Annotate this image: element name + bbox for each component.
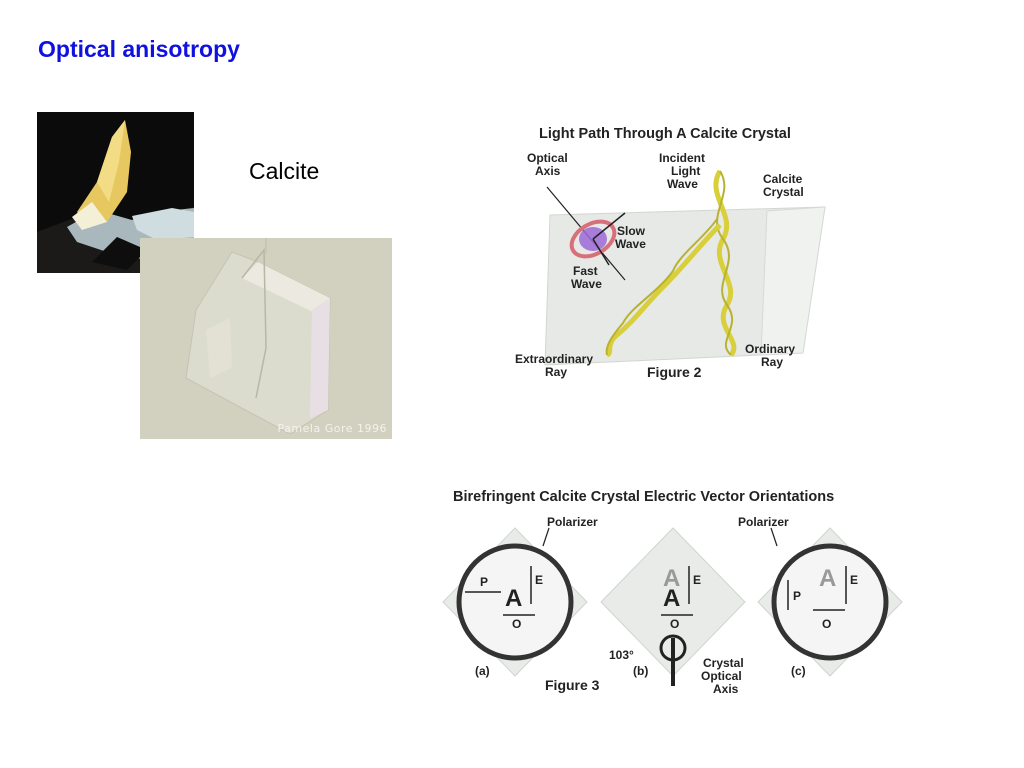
- slow-wave-label-1: Slow: [617, 224, 646, 238]
- incident-label-1: Incident: [659, 151, 705, 165]
- incident-label-3: Wave: [667, 177, 698, 191]
- crystal-label-1: Calcite: [763, 172, 803, 186]
- letter-a-c: A: [819, 565, 836, 592]
- optical-axis-label-2: Axis: [535, 164, 561, 178]
- crystal-axis-label-1: Crystal: [703, 656, 744, 670]
- incident-label-2: Light: [671, 164, 700, 178]
- label-p-c: P: [793, 589, 801, 603]
- figure-2-diagram: Light Path Through A Calcite Crystal Opt…: [505, 115, 835, 390]
- ordinary-ray-label-2: Ray: [761, 355, 783, 369]
- figure-3-caption: Figure 3: [545, 677, 600, 693]
- calcite-label: Calcite: [249, 158, 320, 184]
- ordinary-ray-label-1: Ordinary: [745, 342, 795, 356]
- crystal-axis-label-2: Optical: [701, 669, 742, 683]
- extraordinary-ray-label-1: Extraordinary: [515, 352, 593, 366]
- photo-credit: Pamela Gore 1996: [277, 422, 387, 435]
- crystal-label-2: Crystal: [763, 185, 804, 199]
- polarizer-right-label: Polarizer: [738, 515, 789, 529]
- label-e-b: E: [693, 573, 701, 587]
- letter-a-b-gray: A: [663, 565, 680, 592]
- fast-wave-label-2: Wave: [571, 277, 602, 291]
- optical-axis-label-1: Optical: [527, 151, 568, 165]
- crystal-axis-label-3: Axis: [713, 682, 739, 696]
- slide-title: Optical anisotropy: [38, 36, 240, 62]
- letter-a-b: A: [663, 585, 680, 612]
- figure-3-title: Birefringent Calcite Crystal Electric Ve…: [453, 489, 834, 505]
- figure-2-title: Light Path Through A Calcite Crystal: [539, 126, 791, 142]
- angle-label: 103°: [609, 648, 634, 662]
- panel-b-label: (b): [633, 664, 648, 678]
- panel-c-label: (c): [791, 664, 806, 678]
- figure-2-caption: Figure 2: [647, 364, 702, 380]
- label-o-c: O: [822, 617, 831, 631]
- label-o-a: O: [512, 617, 521, 631]
- polarizer-left-label: Polarizer: [547, 515, 598, 529]
- slow-wave-label-2: Wave: [615, 237, 646, 251]
- figure-3-diagram: Birefringent Calcite Crystal Electric Ve…: [435, 480, 905, 700]
- label-p-a: P: [480, 575, 488, 589]
- fast-wave-label-1: Fast: [573, 264, 598, 278]
- label-e-a: E: [535, 573, 543, 587]
- letter-a-a: A: [505, 585, 522, 612]
- label-e-c: E: [850, 573, 858, 587]
- calcite-crystal-photo: [37, 112, 194, 273]
- label-o-b: O: [670, 617, 679, 631]
- calcite-rhomb-photo: Pamela Gore 1996: [140, 238, 392, 439]
- extraordinary-ray-label-2: Ray: [545, 365, 567, 379]
- panel-a-label: (a): [475, 664, 490, 678]
